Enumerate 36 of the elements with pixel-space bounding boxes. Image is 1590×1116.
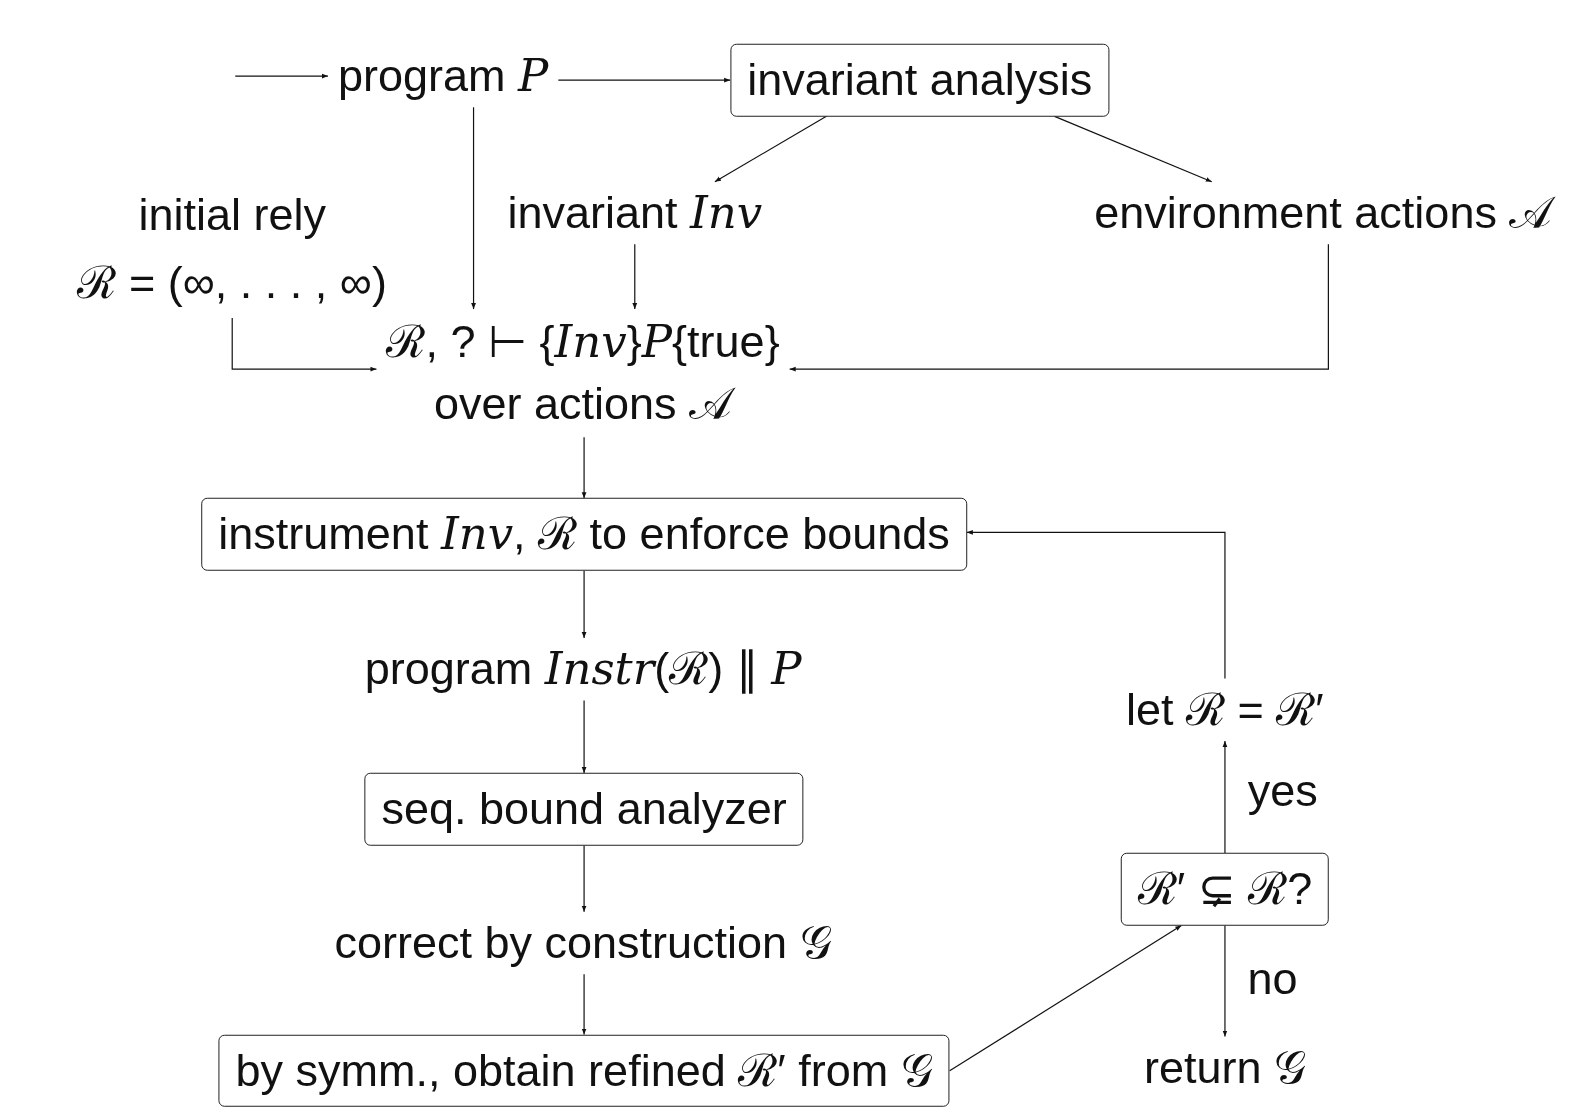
arrow [714, 115, 828, 183]
arrow [471, 106, 476, 310]
arrow [1054, 115, 1213, 183]
arrow [966, 529, 1226, 680]
arrow [581, 844, 587, 913]
box-label: ℛ′ ⊊ ℛ? [1137, 862, 1313, 917]
arrow [557, 77, 731, 83]
flow-text: ℛ, ? ⊢ {Inv}P{true} [386, 314, 780, 371]
box-label: by symm., obtain refined ℛ′ from 𝒢 [235, 1043, 933, 1098]
arrow [581, 570, 587, 639]
box-label: invariant analysis [747, 52, 1093, 107]
arrow [1222, 924, 1228, 1038]
process-box [201, 498, 967, 571]
box-label: seq. bound analyzer [381, 781, 787, 836]
flow-text: initial rely [138, 187, 326, 242]
process-box [364, 772, 804, 846]
flow-text: let ℛ = ℛ′ [1126, 682, 1324, 737]
flow-text: program P [337, 47, 549, 104]
arrow [581, 973, 587, 1036]
arrow [1222, 740, 1228, 854]
arrow [581, 436, 587, 499]
arrow [949, 924, 1182, 1072]
arrow [234, 73, 329, 79]
flow-text: return 𝒢 [1143, 1040, 1306, 1095]
flow-text: correct by construction 𝒢 [334, 915, 832, 970]
flow-text: invariant Inv [507, 184, 763, 241]
arrow [581, 699, 587, 774]
arrow [789, 243, 1329, 372]
flow-text: ℛ = (∞, . . . , ∞) [77, 255, 387, 310]
arrow [632, 243, 638, 310]
process-box [218, 1034, 950, 1108]
arrow [231, 317, 378, 372]
box-label: instrument Inv, ℛ to enforce bounds [218, 506, 950, 563]
flow-text: program Instr(ℛ) ∥ P [364, 641, 802, 697]
process-box [730, 43, 1110, 117]
process-box [1120, 853, 1330, 926]
